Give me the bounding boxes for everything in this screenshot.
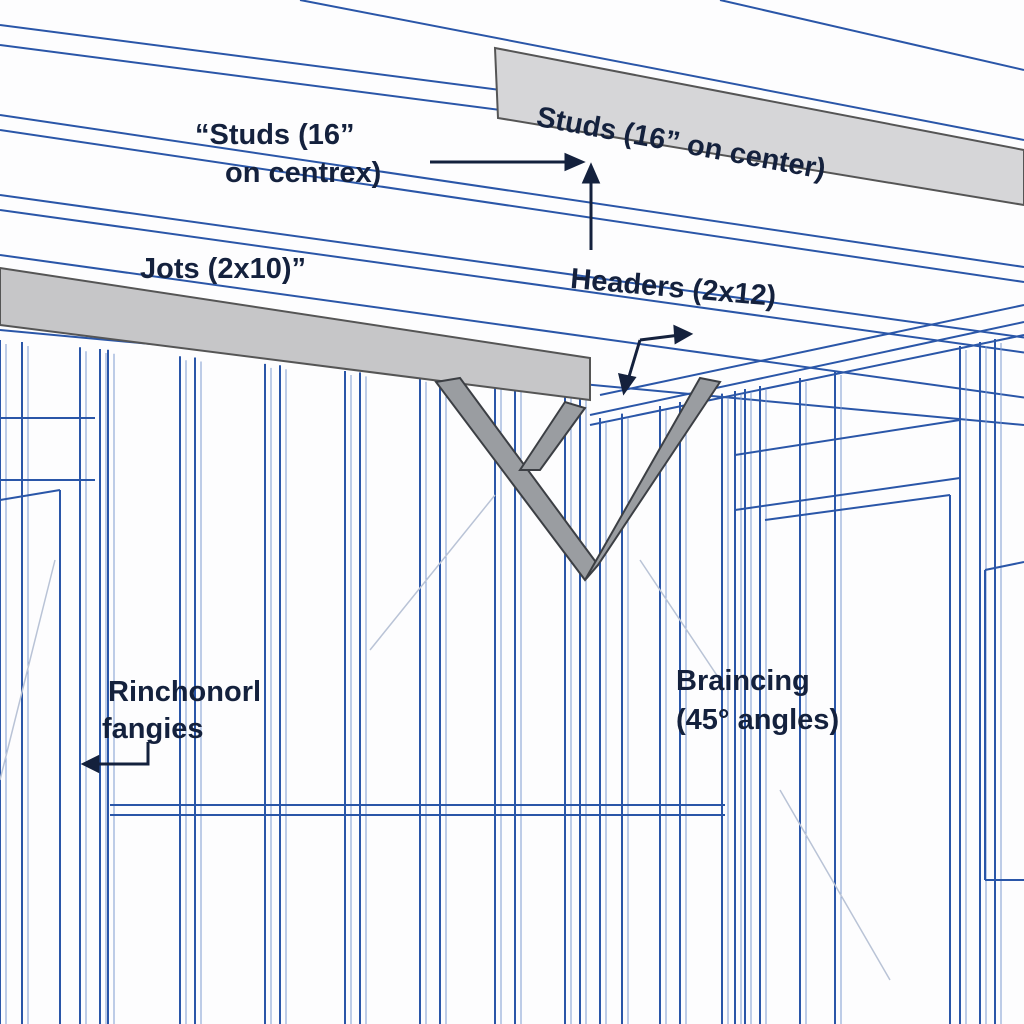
- arrows: [80, 152, 694, 774]
- joist-beam-gray: [0, 266, 591, 402]
- v-bracing: [434, 376, 722, 582]
- door-frame: [764, 494, 951, 521]
- wall-studs: [0, 339, 1024, 1024]
- ceiling-beams: [0, 0, 1024, 426]
- beam-edge: [0, 129, 1024, 283]
- top-plate: [589, 321, 1024, 416]
- bracing-label-line1: Braincing: [676, 665, 810, 697]
- beam-edge: [0, 114, 1024, 268]
- bracing-label-line2: (45° angles): [676, 704, 840, 736]
- joists-label: Jots (2x10)”: [140, 253, 307, 285]
- rinchonorl-label-line2: fangies: [102, 713, 204, 745]
- rinchonorl-label-line1: Rinchonorl: [108, 676, 262, 708]
- door-frame: [0, 489, 61, 501]
- roof-edge: [299, 0, 1024, 141]
- beam-edge: [0, 254, 1024, 399]
- beam-edge: [0, 194, 1024, 339]
- diagonal-brace: [0, 559, 56, 781]
- header: [734, 477, 961, 511]
- diagonal-brace: [639, 559, 721, 681]
- studs-callout-line1: “Studs (16”: [195, 119, 355, 151]
- top-plate: [599, 304, 1024, 396]
- beam-edge: [0, 209, 1024, 354]
- header: [734, 419, 961, 456]
- roof-edge: [719, 0, 1024, 71]
- diagonal-brace: [369, 494, 496, 651]
- top-plate: [589, 334, 1024, 426]
- diagonal-brace: [779, 789, 891, 981]
- window-frame: [984, 561, 1024, 571]
- studs-beam-gray: [493, 46, 1024, 207]
- studs-callout-line2: on centrex): [225, 157, 382, 189]
